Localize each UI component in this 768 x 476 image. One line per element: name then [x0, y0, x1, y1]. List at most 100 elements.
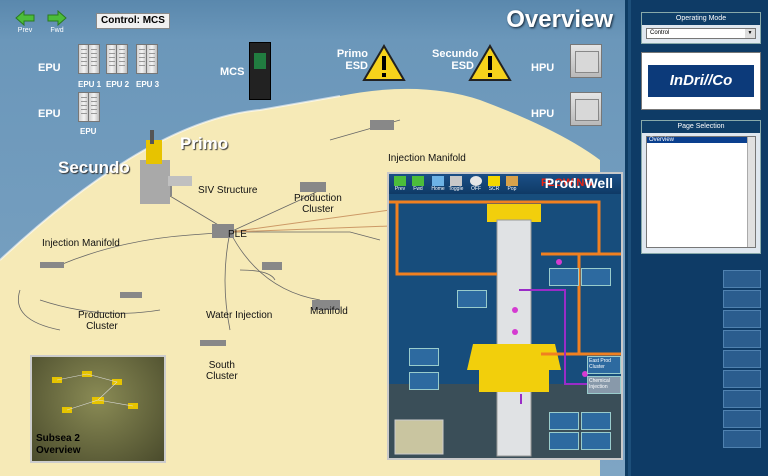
south-cluster-line2: Cluster [206, 371, 238, 382]
page-selection-list[interactable]: Overview [646, 136, 756, 248]
production-cluster-right-line2: Cluster [302, 204, 334, 215]
prod-off-button[interactable]: OFF [467, 176, 485, 192]
primo-label[interactable]: Primo [180, 134, 229, 153]
side-button[interactable] [723, 310, 761, 328]
east-prod-line1: East Prod [589, 358, 611, 364]
tag-box[interactable] [581, 268, 611, 286]
prod-scr-button[interactable]: SCR [485, 176, 503, 192]
tag-box[interactable] [409, 348, 439, 366]
epu-cabinet [78, 44, 90, 74]
side-panel: Operating Mode Control ▼ InDri//Co Page … [631, 0, 768, 476]
water-injection-label[interactable]: Water Injection [206, 310, 273, 321]
prev-label: Prev [17, 27, 33, 34]
side-button[interactable] [723, 410, 761, 428]
secundo-esd-warning-icon[interactable] [468, 44, 512, 82]
epu1-label: EPU 1 [78, 80, 102, 89]
tag-box[interactable] [549, 412, 579, 430]
prod-prev-label: Prev [394, 186, 406, 192]
east-prod-cluster-button[interactable]: East Prod Cluster [587, 356, 621, 374]
south-cluster-label[interactable]: South Cluster [206, 360, 238, 382]
secundo-esd-line1: Secundo [432, 48, 479, 60]
prod-toggle-button[interactable]: Toggle [447, 176, 465, 192]
injection-manifold-right-label[interactable]: Injection Manifold [388, 153, 466, 164]
main-view: Prev Fwd Control: MCS Overview EPU EPU E… [0, 0, 628, 476]
hpu-top-button[interactable] [570, 44, 602, 78]
production-cluster-left-line2: Cluster [86, 321, 118, 332]
hpu-top-label: HPU [531, 62, 555, 74]
subsea-2-overview-thumbnail[interactable]: Subsea 2 Overview [30, 355, 166, 463]
mcs-label: MCS [220, 66, 245, 78]
chevron-down-icon: ▼ [745, 29, 755, 38]
prod-home-button[interactable]: Home [429, 176, 447, 192]
prod-pop-button[interactable]: Pop [503, 176, 521, 192]
prod-fwd-button[interactable]: Fwd [409, 176, 427, 192]
page-selection-scrollbar[interactable] [747, 137, 755, 247]
subsea-line2: Overview [36, 445, 81, 456]
flowing-status: FLOWING [541, 177, 593, 189]
epu3-label: EPU 3 [136, 80, 160, 89]
control-label: Control: MCS [96, 13, 170, 29]
logo-text: InDri//Co [648, 65, 754, 97]
operating-mode-value: Control [650, 30, 670, 36]
production-cluster-left-line1: Production [78, 310, 126, 321]
side-button[interactable] [723, 430, 761, 448]
south-cluster-line1: South [208, 360, 235, 371]
operating-mode-panel: Operating Mode Control ▼ [641, 12, 761, 44]
prod-toggle-label: Toggle [448, 186, 464, 192]
prod-pop-label: Pop [507, 186, 517, 192]
prod-well-title: Prod. Well [544, 175, 613, 191]
operating-mode-title: Operating Mode [642, 13, 760, 25]
prod-home-label: Home [431, 186, 445, 192]
prod-prev-button[interactable]: Prev [391, 176, 409, 192]
tag-box[interactable] [549, 432, 579, 450]
side-button[interactable] [723, 370, 761, 388]
mcs-rack-button[interactable] [249, 42, 271, 100]
tag-box[interactable] [581, 412, 611, 430]
manifold-label[interactable]: Manifold [310, 306, 348, 317]
secundo-label[interactable]: Secundo [58, 158, 130, 177]
indrico-logo: InDri//Co [641, 52, 761, 110]
chemical-line1: Chemical [589, 378, 610, 384]
secundo-esd-line2: ESD [451, 60, 474, 72]
fwd-button[interactable]: Fwd [42, 10, 72, 34]
tag-box[interactable] [581, 432, 611, 450]
page-title: Overview [506, 6, 613, 33]
epu-bottom-label: EPU [38, 108, 61, 120]
primo-esd-warning-icon[interactable] [362, 44, 406, 82]
injection-manifold-left-label[interactable]: Injection Manifold [42, 238, 120, 249]
prod-scr-label: SCR [488, 186, 500, 192]
tag-box[interactable] [409, 372, 439, 390]
production-cluster-right-label[interactable]: Production Cluster [294, 193, 342, 215]
subsea-label: Subsea 2 Overview [36, 433, 80, 457]
siv-structure-label[interactable]: SIV Structure [198, 185, 258, 196]
side-button[interactable] [723, 270, 761, 288]
side-button-group [723, 270, 763, 450]
side-button[interactable] [723, 390, 761, 408]
prod-well-header: Prev Fwd Home Toggle OFF SCR Pop FLOWING… [389, 174, 621, 194]
epu2-label: EPU 2 [106, 80, 130, 89]
prod-well-window[interactable]: Prev Fwd Home Toggle OFF SCR Pop FLOWING… [387, 172, 625, 460]
secundo-esd-label: Secundo ESD [432, 48, 479, 72]
ple-label[interactable]: PLE [228, 229, 247, 240]
operating-mode-select[interactable]: Control ▼ [646, 28, 756, 39]
side-button[interactable] [723, 350, 761, 368]
primo-esd-line1: Primo [336, 48, 368, 60]
epu-cabinet [116, 44, 128, 74]
prev-button[interactable]: Prev [10, 10, 40, 34]
side-button[interactable] [723, 330, 761, 348]
hpu-bottom-button[interactable] [570, 92, 602, 126]
tag-box[interactable] [457, 290, 487, 308]
chemical-injection-button[interactable]: Chemical Injection [587, 376, 621, 394]
hpu-bottom-label: HPU [531, 108, 555, 120]
tag-box[interactable] [549, 268, 579, 286]
production-cluster-right-line1: Production [294, 193, 342, 204]
primo-esd-line2: ESD [345, 60, 368, 72]
production-cluster-left-label[interactable]: Production Cluster [78, 310, 126, 332]
epu-cabinet [146, 44, 158, 74]
page-selection-title: Page Selection [642, 121, 760, 133]
side-button[interactable] [723, 290, 761, 308]
page-selection-item[interactable]: Overview [647, 137, 747, 143]
subsea-layout-image [52, 371, 138, 413]
epu-cabinet [88, 44, 100, 74]
east-prod-line2: Cluster [589, 364, 605, 370]
